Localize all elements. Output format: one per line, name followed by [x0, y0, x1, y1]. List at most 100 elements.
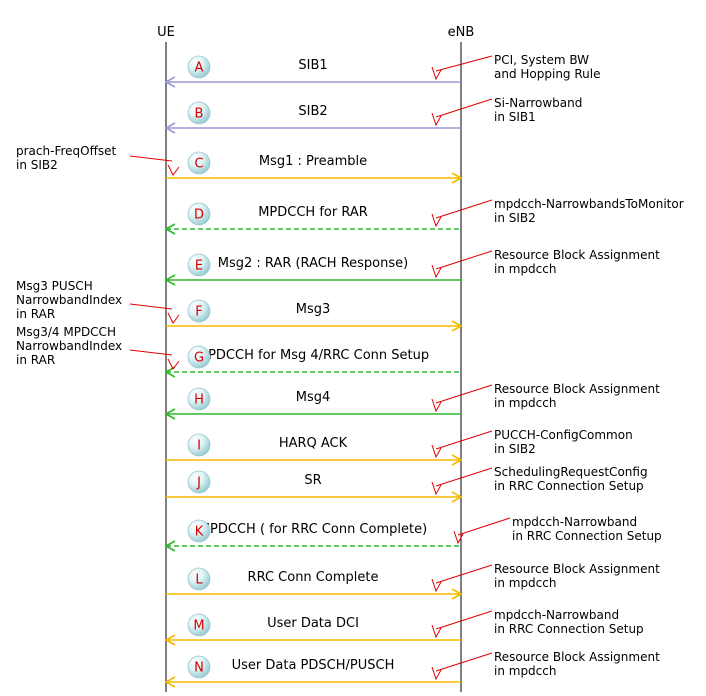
step-badge — [187, 433, 211, 457]
annotation-text: mpdcch-Narrowband — [512, 515, 637, 529]
leader-arrow-icon — [431, 213, 442, 228]
annotation-text: in mpdcch — [494, 396, 556, 410]
step-badge — [187, 202, 211, 226]
message-label: SR — [304, 473, 321, 488]
annotation-leader — [129, 349, 173, 356]
arrowhead-icon — [164, 274, 176, 286]
annotation-text: mpdcch-Narrowband — [494, 608, 619, 622]
arrowhead-icon — [164, 408, 176, 420]
step-badge — [187, 101, 211, 125]
arrowhead-icon — [164, 122, 176, 134]
step-badge-letter: F — [195, 305, 202, 320]
leader-arrow-icon — [167, 358, 180, 370]
message-label: RRC Conn Complete — [248, 570, 379, 585]
annotation-text: Msg3 PUSCH — [16, 279, 93, 293]
participant-enb-label: eNB — [448, 25, 475, 40]
arrowhead-icon — [451, 491, 463, 503]
annotation-text: PUCCH-ConfigCommon — [494, 428, 633, 442]
annotation-leader — [435, 98, 493, 118]
annotation-leader — [435, 250, 493, 270]
step-badge — [187, 655, 211, 679]
step-badge-letter: G — [194, 351, 204, 366]
annotation-text: Resource Block Assignment — [494, 562, 660, 576]
annotation-leader — [435, 467, 493, 487]
arrowhead-icon — [164, 76, 176, 88]
step-badge-letter: C — [194, 157, 203, 172]
leader-arrow-icon — [431, 578, 442, 593]
annotation-text: Resource Block Assignment — [494, 650, 660, 664]
message-label: User Data DCI — [267, 616, 359, 631]
leader-arrow-icon — [431, 112, 442, 127]
step-badge-letter: M — [193, 619, 204, 634]
step-badge-letter: J — [196, 476, 201, 491]
annotation-text: in RRC Connection Setup — [512, 529, 662, 543]
leader-arrow-icon — [431, 444, 442, 459]
annotation-text: in RRC Connection Setup — [494, 622, 644, 636]
leader-arrow-icon — [431, 666, 442, 681]
step-badge-letter: H — [194, 393, 204, 408]
annotation-text: and Hopping Rule — [494, 67, 600, 81]
message-label: HARQ ACK — [279, 436, 348, 451]
step-badge-letter: B — [195, 107, 204, 122]
leader-arrow-icon — [167, 312, 180, 324]
annotation-leader — [435, 199, 493, 219]
arrowhead-icon — [164, 223, 176, 235]
annotation-leader — [435, 564, 493, 584]
annotation-leader — [129, 303, 173, 310]
arrowhead-icon — [164, 540, 176, 552]
step-badge-letter: E — [195, 259, 203, 274]
step-badge — [187, 55, 211, 79]
arrowhead-icon — [451, 454, 463, 466]
annotation-leader — [435, 384, 493, 404]
arrowhead-icon — [164, 634, 176, 646]
annotation-text: prach-FreqOffset — [16, 144, 116, 158]
leader-arrow-icon — [431, 481, 442, 496]
step-badge-letter: K — [195, 525, 204, 540]
leader-arrow-icon — [431, 398, 442, 413]
annotation-leader — [435, 430, 493, 450]
annotation-text: Msg3/4 MPDCCH — [16, 325, 116, 339]
message-label: MPDCCH for Msg 4/RRC Conn Setup — [197, 348, 429, 363]
participant-ue-label: UE — [157, 25, 175, 40]
message-label: User Data PDSCH/PUSCH — [232, 658, 395, 673]
annotation-text: PCI, System BW — [494, 53, 589, 67]
annotation-text: mpdcch-NarrowbandsToMonitor — [494, 197, 684, 211]
message-e: Msg2 : RAR (RACH Response) E Resource Bloc… — [164, 248, 660, 286]
annotation-text: in SIB1 — [494, 110, 536, 124]
message-label: Msg1 : Preamble — [259, 154, 367, 169]
arrowhead-icon — [451, 588, 463, 600]
step-badge-letter: I — [197, 439, 201, 454]
message-label: SIB2 — [298, 104, 327, 119]
annotation-leader — [435, 610, 493, 630]
step-badge — [187, 151, 211, 175]
message-label: SIB1 — [298, 58, 327, 73]
annotation-leader — [129, 155, 173, 162]
leader-arrow-icon — [453, 530, 464, 545]
arrowhead-icon — [164, 366, 176, 378]
step-badge-letter: L — [195, 573, 203, 588]
step-badge-letter: N — [194, 661, 204, 676]
message-label: Msg4 — [296, 390, 331, 405]
annotation-text: Resource Block Assignment — [494, 248, 660, 262]
annotation-text: Si-Narrowband — [494, 96, 582, 110]
message-label: Msg2 : RAR (RACH Response) — [218, 256, 408, 271]
step-badge — [187, 613, 211, 637]
arrowhead-icon — [451, 320, 463, 332]
message-label: Msg3 — [296, 302, 331, 317]
step-badge-letter: A — [195, 61, 204, 76]
leader-arrow-icon — [431, 624, 442, 639]
annotation-leader — [457, 517, 511, 536]
message-label: MPDCCH ( for RRC Conn Complete) — [199, 522, 427, 537]
annotation-text: NarrowbandIndex — [16, 339, 122, 353]
step-badge — [187, 387, 211, 411]
